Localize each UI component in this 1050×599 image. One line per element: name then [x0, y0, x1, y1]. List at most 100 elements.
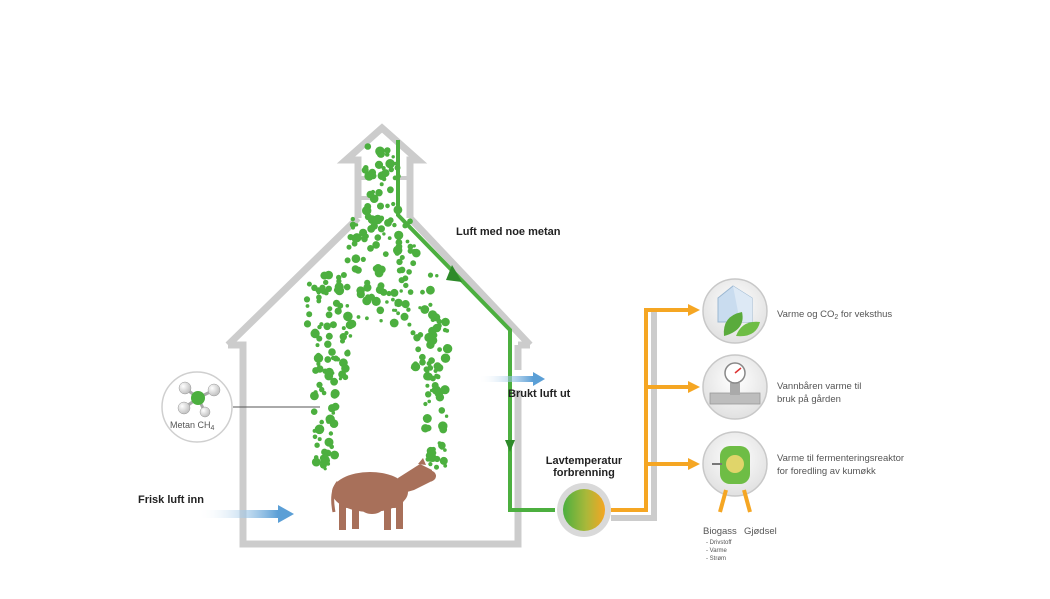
methane-bubble [360, 236, 365, 241]
methane-bubble [392, 222, 397, 228]
methane-bubble [365, 294, 371, 300]
methane-bubble [430, 317, 436, 323]
methane-bubble [399, 255, 405, 260]
methane-bubble [317, 324, 322, 330]
methane-bubble [372, 265, 380, 272]
methane-bubble [325, 311, 333, 319]
methane-bubble [352, 233, 362, 243]
methane-bubble [305, 304, 310, 308]
methane-bubble [313, 390, 318, 395]
methane-bubble [336, 281, 341, 286]
fresh-air-in-label: Frisk luft inn [138, 494, 204, 506]
methane-bubble [400, 312, 409, 321]
methane-bubble [384, 219, 392, 227]
methane-bubble [426, 361, 432, 366]
methane-bubble [407, 322, 412, 327]
methane-bubble [323, 290, 329, 296]
methane-bubble [395, 243, 403, 250]
methane-bubble [428, 302, 433, 307]
methane-label-text: Metan CH [170, 420, 211, 430]
methane-bubble [411, 248, 417, 255]
methane-bubble [385, 300, 389, 304]
methane-bubble [394, 303, 398, 307]
methane-bubble [344, 257, 351, 264]
duct-arrow-1 [446, 265, 462, 282]
methane-bubble [396, 267, 403, 274]
methane-bubble [314, 442, 320, 448]
methane-bubble [319, 386, 325, 393]
methane-cloud [303, 143, 453, 471]
methane-bubble [384, 152, 390, 157]
methane-bubble [399, 289, 403, 293]
methane-bubble [332, 299, 341, 307]
methane-bubble [381, 166, 386, 171]
methane-bubble [306, 281, 312, 287]
methane-bubble [406, 269, 412, 275]
methane-bubble [427, 399, 432, 404]
output-greenhouse-subscript: 2 [834, 314, 839, 321]
methane-bubble [375, 189, 383, 197]
methane-bubble [437, 347, 442, 352]
methane-bubble [440, 445, 444, 450]
methane-bubble [310, 329, 320, 339]
methane-bubble [403, 282, 409, 289]
methane-label: Metan CH4 [170, 420, 214, 432]
methane-bubble [345, 304, 350, 308]
methane-bubble [443, 448, 447, 452]
methane-bubble [338, 377, 342, 381]
methane-bubble [363, 283, 372, 292]
barn-roof-left [225, 215, 361, 348]
methane-bubble [410, 260, 417, 267]
methane-bubble [323, 279, 329, 286]
methane-bubble [385, 203, 390, 209]
output-reactor-label: Varme til fermenteringsreaktor for fored… [777, 452, 904, 478]
methane-bubble [319, 461, 327, 469]
methane-bubble [321, 390, 327, 396]
methane-bubble [340, 272, 347, 278]
combustion-label: Lavtemperatur forbrenning [544, 455, 624, 479]
methane-bubble [365, 316, 369, 321]
methane-bubble [385, 159, 395, 169]
methane-bubble [346, 244, 352, 250]
methane-bubble [367, 245, 374, 252]
methane-bubble [387, 186, 394, 194]
methane-bubble [438, 407, 446, 414]
methane-bubble [415, 346, 422, 353]
duct-arrow-2 [505, 440, 515, 452]
methane-bubble [440, 353, 451, 363]
methane-bubble [344, 350, 351, 357]
methane-bubble [427, 335, 432, 339]
methane-bubble [319, 419, 325, 425]
barn-chimney [336, 123, 428, 218]
methane-bubble [407, 218, 413, 225]
methane-bubble [391, 201, 396, 207]
methane-bubble [316, 361, 321, 367]
biogas-use-item: - Drivstoff [706, 540, 732, 546]
used-air-arrow [478, 372, 545, 386]
methane-bubble [430, 375, 436, 382]
exhaust-duct [396, 140, 555, 512]
methane-bubble [407, 243, 414, 250]
methane-molecule-icon [161, 371, 320, 443]
output-greenhouse-text: Varme og CO [777, 309, 835, 320]
methane-bubble [436, 323, 442, 329]
methane-bubble [374, 234, 382, 241]
methane-bubble [391, 155, 395, 159]
methane-bubble [375, 285, 385, 294]
methane-bubble [344, 330, 349, 336]
biogas-label: Biogass [703, 526, 737, 537]
methane-bubble [366, 190, 375, 199]
methane-bubble [427, 272, 434, 278]
methane-bubble [325, 285, 332, 292]
methane-bubble [330, 322, 335, 326]
methane-bubble [444, 414, 449, 418]
methane-bubble [441, 317, 450, 327]
combustion-label-line2: forbrenning [553, 467, 615, 479]
greenhouse-icon [702, 278, 768, 344]
methane-bubble [402, 223, 408, 229]
output-greenhouse-suffix: for veksthus [838, 309, 893, 320]
methane-bubble [425, 391, 432, 398]
methane-bubble [433, 368, 438, 373]
output-greenhouse-label: Varme og CO2 for veksthus [777, 308, 892, 324]
methane-bubble [311, 284, 318, 291]
